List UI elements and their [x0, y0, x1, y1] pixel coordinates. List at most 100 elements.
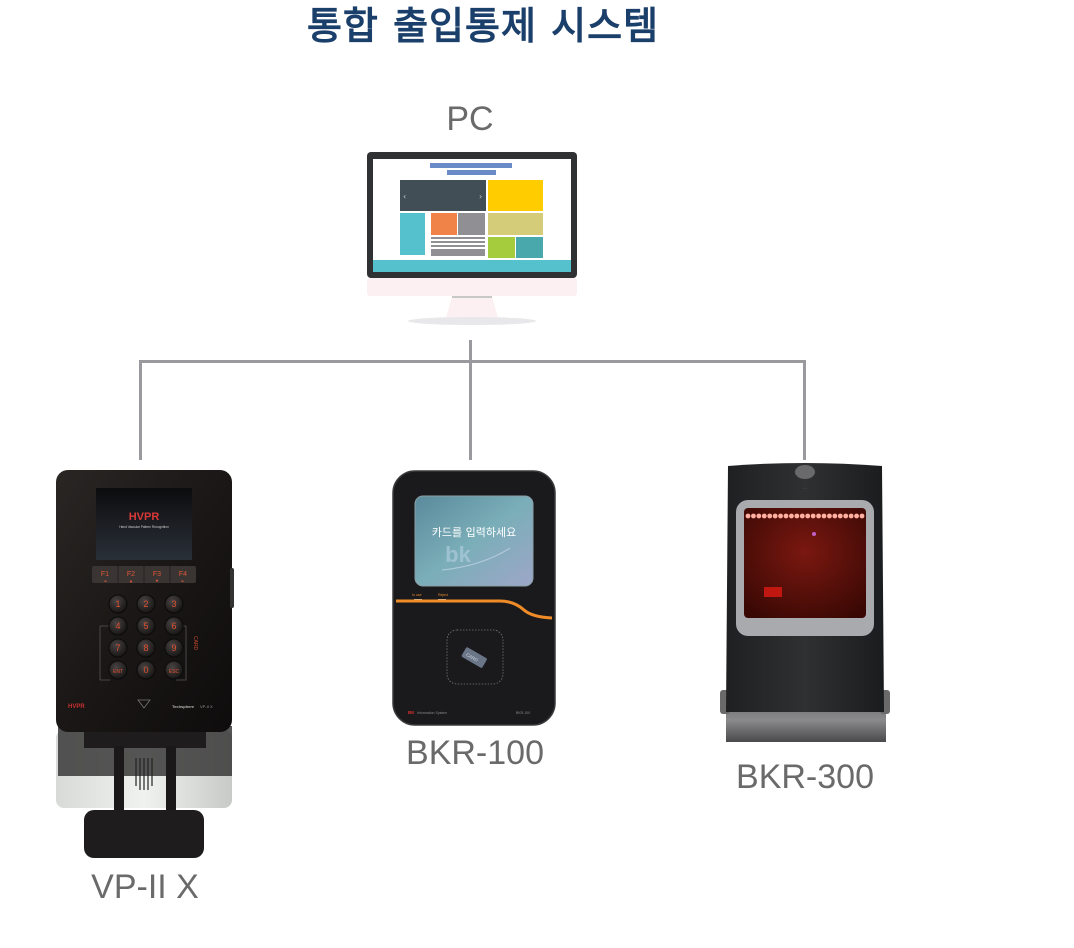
keypad-key-label: 3: [171, 599, 176, 609]
connector-right-drop: [803, 360, 806, 460]
scanner-led: [816, 513, 821, 519]
bkr-100-label: BKR-100: [406, 734, 544, 772]
svg-text:‹: ‹: [403, 192, 406, 201]
vp-palm-rest: [84, 810, 204, 858]
bkr-300-label: BKR-300: [736, 758, 874, 796]
svg-text:›: ›: [479, 192, 482, 201]
bkr100-led-label-reject: Reject: [438, 593, 448, 597]
keypad-key-label: 8: [143, 643, 148, 653]
keypad-key: [108, 638, 128, 658]
scanner-led: [799, 513, 805, 519]
bkr100-orange-stripe: [396, 599, 553, 620]
bkr100-screen: [414, 495, 534, 587]
keypad-key-label: 4: [115, 621, 120, 631]
scanner-led: [837, 513, 843, 519]
screen-yellow-block: [488, 180, 543, 211]
keypad-key: [136, 638, 156, 658]
scanner-led: [794, 513, 800, 519]
keypad-key-label: 1: [115, 599, 120, 609]
bkr100-card-text: CARD: [465, 652, 479, 663]
vp-screen-brand: HVPR: [129, 511, 160, 523]
bkr100-footer-model: BKR-100: [516, 711, 530, 715]
screen-teal-block: [400, 213, 425, 255]
scanner-led: [778, 513, 783, 519]
connector-horizontal: [139, 360, 806, 363]
keypad-key: [108, 616, 128, 636]
keypad-key: [136, 660, 156, 680]
scanner-led: [767, 513, 773, 519]
pc-monitor-icon: ‹ ›: [366, 150, 578, 330]
bkr-300-device: ···: [720, 462, 890, 744]
scanner-led: [745, 513, 751, 519]
svg-text:▲: ▲: [130, 579, 133, 583]
vp-card-label: CARD: [192, 636, 198, 651]
scanner-led: [859, 513, 865, 519]
keypad-key-label: ENT: [113, 669, 123, 675]
screen-olive-block: [488, 213, 543, 235]
screen-darkteal-block: [516, 237, 543, 258]
svg-text:◄: ◄: [104, 579, 107, 583]
scanner-led: [827, 513, 832, 519]
scanner-led: [756, 513, 762, 519]
bkr100-footer-text: Information System: [417, 711, 447, 715]
scanner-led: [751, 513, 756, 519]
bkr300-scan-window: [744, 508, 866, 618]
keypad-key: [164, 638, 184, 658]
screen-slider: [400, 180, 486, 211]
scanner-led: [832, 513, 838, 519]
bkr100-footer-brand: BK: [408, 710, 415, 715]
scanner-led: [848, 513, 854, 519]
svg-text:▼: ▼: [156, 579, 159, 583]
scanner-led: [843, 513, 849, 519]
vp-ii-x-device: HVPR Hand Vascular Pattern Recognition F…: [54, 468, 236, 860]
keypad-key-label: 7: [115, 643, 120, 653]
diagram-title: 통합 출입통제 시스템: [306, 4, 660, 48]
keypad-key: [136, 594, 156, 614]
keypad-key: [164, 660, 184, 680]
monitor-chin: [367, 278, 577, 296]
vp-footer-maker: Techsphere: [172, 704, 195, 709]
svg-text:F1: F1: [101, 571, 109, 578]
screen-orange-block: [431, 213, 457, 235]
screen-footer-bar: [373, 260, 571, 272]
keypad-key-label: ESC: [169, 669, 180, 675]
vp-screen-subtitle: Hand Vascular Pattern Recognition: [119, 525, 169, 529]
keypad-key: [108, 660, 128, 680]
svg-text:F3: F3: [153, 571, 161, 578]
bkr300-led-strip: [745, 513, 865, 519]
monitor-stand: [446, 296, 498, 318]
keypad-key: [136, 616, 156, 636]
keypad-key-label: 9: [171, 643, 176, 653]
svg-text:···: ···: [803, 486, 807, 491]
connector-left-drop: [139, 360, 142, 460]
vp-footer-brand: HVPR: [68, 704, 85, 710]
screen-header-bar: [430, 163, 512, 168]
scanner-led: [805, 513, 811, 519]
keypad-key: [164, 616, 184, 636]
bkr100-screen-logo: bk: [445, 542, 471, 567]
monitor-base: [408, 317, 536, 325]
screen-subheader-bar: [447, 170, 496, 175]
scanner-led: [789, 513, 794, 519]
scanner-led: [772, 513, 778, 519]
bkr-100-device: 카드를 입력하세요 bk In use Reject CARD BK Infor…: [392, 470, 556, 726]
keypad-key-label: 0: [143, 665, 148, 675]
svg-text:F2: F2: [127, 571, 135, 578]
connector-trunk: [469, 340, 472, 460]
vp-screen: [96, 488, 192, 560]
scanner-led: [821, 513, 827, 519]
keypad-key-label: 2: [143, 599, 148, 609]
pc-label: PC: [446, 100, 494, 138]
keypad-key-label: 6: [171, 621, 176, 631]
scanner-led: [783, 513, 789, 519]
screen-green-block: [488, 237, 515, 258]
vp-footer-model: VP-II X: [200, 704, 213, 709]
vp-function-keys: F1 F2 F3 F4 ◄ ▲ ▼ ►: [92, 566, 196, 583]
keypad-key-label: 5: [143, 621, 148, 631]
scanner-led: [761, 513, 767, 519]
svg-text:►: ►: [182, 579, 185, 583]
keypad-key: [164, 594, 184, 614]
bkr100-led-label-inuse: In use: [412, 593, 422, 597]
bkr100-card-reader: [446, 629, 504, 685]
